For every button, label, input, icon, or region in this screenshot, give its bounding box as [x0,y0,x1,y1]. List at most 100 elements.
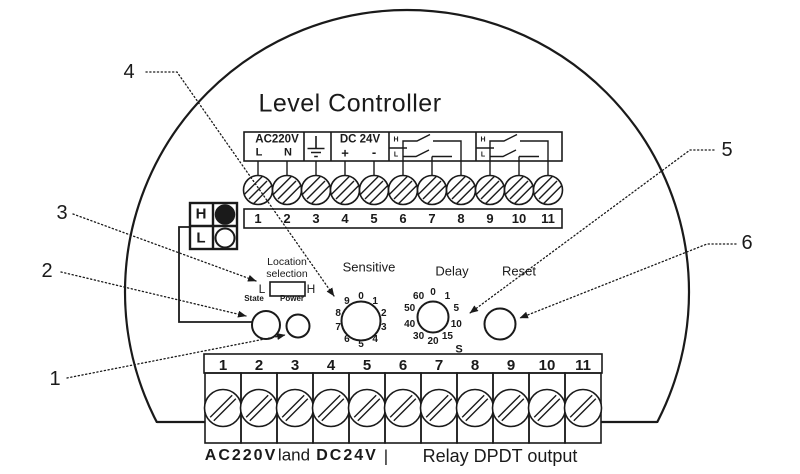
screw-slot-line [364,180,384,200]
screw-slot-line [514,185,534,205]
location-switch-l-label: L [258,282,266,296]
relay1-h-label: H [393,136,399,144]
screw-slot-line [321,398,345,422]
screw-slot-line [398,185,418,205]
screw-slot-line [353,394,377,418]
top-dc-plus-label: + [341,145,349,161]
screw-slot-line [573,398,597,422]
delay-knob [416,300,450,334]
terminal-number: 8 [470,357,480,374]
screw-slot-line [451,180,471,200]
screw-slot-line [248,180,268,200]
screw-slot-line [243,175,263,195]
terminal-number: 6 [399,211,407,226]
state-led [251,310,281,340]
terminal-screw [563,388,603,428]
screw-slot-line [501,398,525,422]
screw-slot-line [369,185,389,205]
terminal-number: 5 [362,357,372,374]
screw-slot-line [311,185,331,205]
callout-label-4: 4 [123,61,135,83]
terminal-screw [275,388,315,428]
screw-slot-line [533,394,557,418]
relay2-contact-l-symbol [490,149,539,161]
reset-button [483,307,517,341]
screw-slot-line [253,185,273,205]
delay-unit-label: S [455,343,463,356]
screw-slot-line [282,185,302,205]
terminal-number: 1 [218,357,228,374]
callout-line-4 [145,71,335,297]
top-dc-label: DC 24V [339,133,381,146]
screw-slot-line [456,185,476,205]
top-ac-label: AC220V [255,133,299,146]
location-selection-label-line1: Location [267,255,307,268]
callout-label-5: 5 [721,139,733,161]
housing-bottom-clip [140,423,670,474]
screw-slot-line [281,394,305,418]
screw-slot-line [357,398,381,422]
terminal-number: 5 [370,211,378,226]
top-ac-neutral-label: N [284,146,292,159]
screw-slot-line [359,175,379,195]
high-level-lamp-icon [214,204,236,225]
top-terminal-block [242,131,564,229]
sensitive-knob [340,300,382,342]
callout-line-2 [60,271,247,318]
indicator-to-state-wire [178,226,252,323]
terminal-screw [347,388,387,428]
state-led-label: State [244,294,264,303]
screw-slot-line [340,185,360,205]
callout-lines [60,71,737,379]
indicator-low-label: L [196,229,206,247]
page-title: Level Controller [258,89,442,118]
terminal-screw [203,388,243,428]
terminal-number: 3 [312,211,320,226]
screw-slot-line [461,394,485,418]
terminal-number: 7 [434,357,444,374]
screw-slot-line [301,175,321,195]
delay-knob-label: Delay [435,263,469,279]
screw-slot-line [533,175,553,195]
terminal-screw [527,388,567,428]
callout-label-3: 3 [56,202,68,224]
bottom-dc-label: DC24V [316,447,378,464]
screw-slot-line [417,175,437,195]
level-indicator-lamps [178,201,252,323]
indicator-high-label: H [195,205,207,223]
callout-line-5 [469,149,715,314]
terminal-number: 8 [457,211,465,226]
relay1-contact-l-symbol [403,149,452,161]
terminal-number: 2 [254,357,264,374]
relay2-contact-h-symbol [489,133,549,161]
relay2-l-label: L [480,151,486,159]
screw-slot-line [425,394,449,418]
reset-button-label: Reset [502,263,536,279]
terminal-number: 9 [506,357,516,374]
callout-line-1 [66,333,286,379]
terminal-number: 10 [538,357,556,374]
terminal-number: 11 [541,211,555,226]
screw-slot-line [335,180,355,200]
terminal-number: 7 [428,211,436,226]
screw-slot-line [465,398,489,422]
screw-slot-line [543,185,563,205]
sensitive-knob-label: Sensitive [342,259,396,275]
top-terminal-screws [242,161,564,206]
callout-label-2: 2 [41,260,53,282]
screw-slot-line [306,180,326,200]
housing-outline [123,8,691,474]
screw-slot-line [393,180,413,200]
screw-slot-line [497,394,521,418]
screw-slot-line [317,394,341,418]
bottom-ac-label: AC220V [204,447,278,464]
terminal-number: 9 [486,211,494,226]
terminal-number: 6 [398,357,408,374]
screw-slot-line [538,180,558,200]
screw-slot-line [389,394,413,418]
callout-line-6 [519,243,737,319]
location-selection-label-line2: selection [266,267,308,280]
